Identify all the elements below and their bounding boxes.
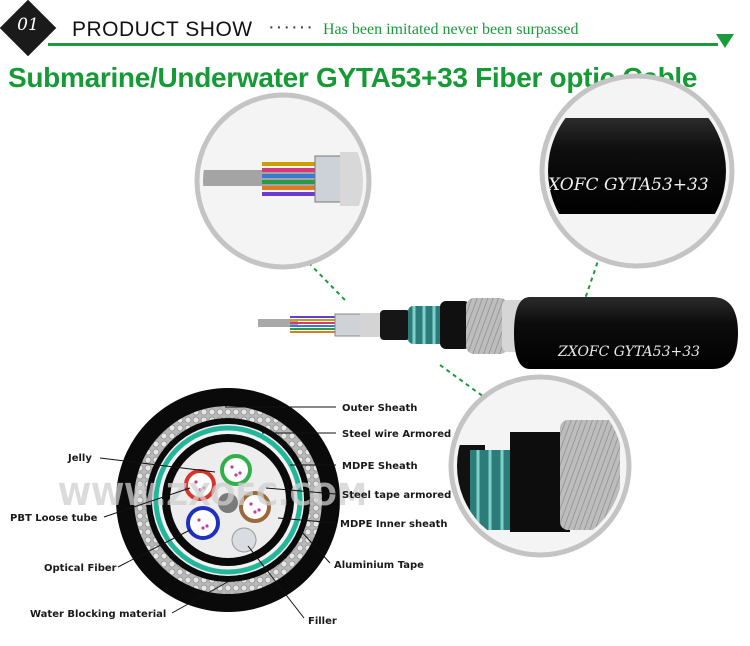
cable-cross-section — [116, 388, 340, 612]
product-title: Submarine/Underwater GYTA53+33 Fiber opt… — [8, 62, 698, 93]
label-optical-fiber: Optical Fiber — [44, 563, 117, 574]
zoom-detail-armor — [448, 374, 632, 558]
filler-rod — [231, 527, 257, 553]
loose-tube-blue — [186, 506, 220, 540]
label-mdpe-sheath: MDPE Sheath — [342, 461, 418, 472]
label-aluminium: Aluminium Tape — [334, 560, 424, 571]
label-pbt-tube: PBT Loose tube — [10, 513, 98, 524]
watermark: WWW.ZXOFC.COM — [58, 478, 367, 513]
loose-tube-brown — [239, 491, 271, 523]
zoom-detail-print: XOFC GYTA53+33 — [539, 73, 735, 269]
label-jelly: Jelly — [67, 453, 92, 464]
label-water-blocking: Water Blocking material — [30, 609, 166, 620]
zoom-detail-fibers — [194, 92, 372, 270]
section-header: 01 PRODUCT SHOW ······ Has been imitated… — [0, 0, 750, 60]
connector-line — [583, 254, 601, 303]
cable-print-zoom: XOFC GYTA53+33 — [546, 175, 709, 195]
section-slogan: Has been imitated never been surpassed — [323, 21, 579, 38]
cable-print: ZXOFC GYTA53+33 — [557, 344, 700, 360]
loose-tube-red — [184, 469, 216, 501]
arrow-down-icon — [716, 34, 734, 48]
cable-side-view: ZXOFC GYTA53+33 — [258, 297, 738, 369]
title-dots: ······ — [268, 16, 314, 38]
label-filler: Filler — [308, 616, 337, 627]
central-member — [218, 493, 238, 513]
label-steel-wire: Steel wire Armored — [342, 429, 451, 440]
section-title: PRODUCT SHOW — [72, 18, 253, 41]
loose-tube-green — [220, 454, 252, 486]
label-mdpe-inner: MDPE Inner sheath — [340, 519, 448, 530]
label-outer-sheath: Outer Sheath — [342, 403, 417, 414]
header-divider — [48, 43, 718, 46]
section-number: 01 — [17, 15, 39, 35]
label-steel-tape: Steel tape armored — [342, 490, 451, 501]
